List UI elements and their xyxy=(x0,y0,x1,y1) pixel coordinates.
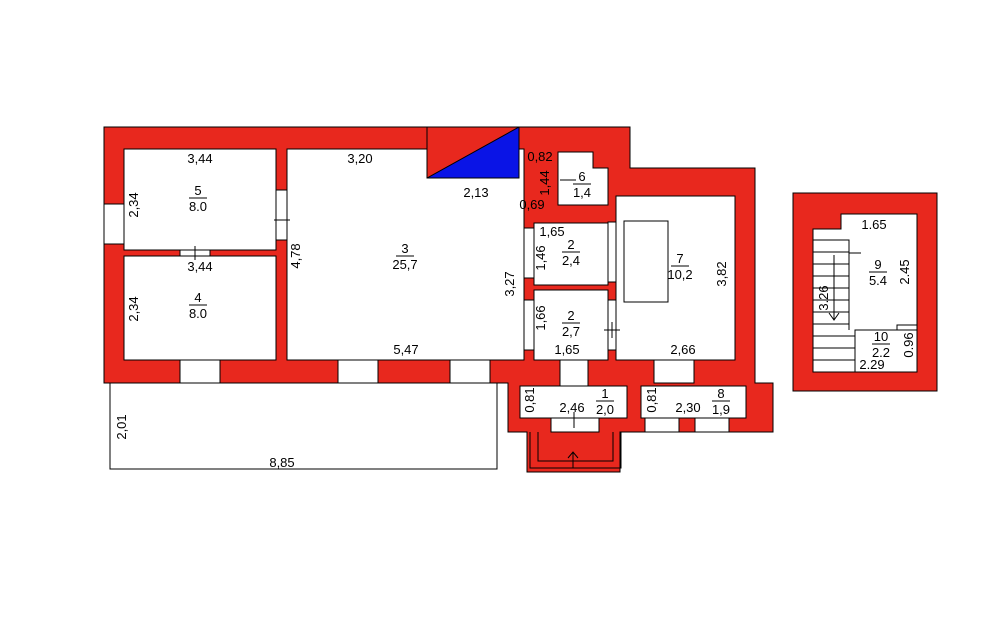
dimension-label: 8,85 xyxy=(269,455,294,470)
room-label-9: 95.4 xyxy=(869,257,887,288)
dimension-label: 2.45 xyxy=(897,259,912,284)
entrance-steps-inner xyxy=(537,432,614,462)
room-7-fixture xyxy=(623,220,669,303)
dimension-label: 1,65 xyxy=(539,224,564,239)
dimension-label: 5,47 xyxy=(393,342,418,357)
room-4 xyxy=(123,255,277,361)
room-label-0: 58.0 xyxy=(189,183,207,214)
dimension-label: 0,69 xyxy=(519,197,544,212)
dimension-label: 2,34 xyxy=(126,192,141,217)
room-5 xyxy=(123,148,277,251)
door-2b-1 xyxy=(559,359,589,387)
room-number: 8 xyxy=(717,386,724,401)
room-label-1: 48.0 xyxy=(189,290,207,321)
room-number: 7 xyxy=(676,251,683,266)
dimension-label: 2,13 xyxy=(463,185,488,200)
dimension-label: 2,66 xyxy=(670,342,695,357)
door-2-7 xyxy=(607,221,617,283)
dimension-label: 3,82 xyxy=(714,261,729,286)
room-number: 1 xyxy=(601,386,608,401)
main-building xyxy=(103,126,774,473)
dimension-label: 1,46 xyxy=(533,245,548,270)
annex-stairs xyxy=(813,239,861,361)
window-8a xyxy=(644,417,680,433)
room-label-10: 102.2 xyxy=(872,329,890,360)
dimension-label: 4,78 xyxy=(288,243,303,268)
room-label-7: 12,0 xyxy=(596,386,614,417)
room-label-8: 81,9 xyxy=(712,386,730,417)
dimension-label: 2,30 xyxy=(675,400,700,415)
door-5-3 xyxy=(275,189,288,241)
room-label-2: 325,7 xyxy=(392,241,417,272)
dimension-label: 0,82 xyxy=(527,149,552,164)
door-3-2a xyxy=(523,227,535,279)
room-area: 2,7 xyxy=(562,324,580,339)
dimension-label: 0,81 xyxy=(522,387,537,412)
window-south-4 xyxy=(653,359,695,384)
annex-door xyxy=(896,324,918,331)
room-number: 10 xyxy=(874,329,888,344)
room-area: 2,4 xyxy=(562,253,580,268)
window-south-1 xyxy=(179,359,221,384)
room-label-3: 61,4 xyxy=(573,169,591,200)
room-label-4: 22,4 xyxy=(562,237,580,268)
room-area: 8.0 xyxy=(189,306,207,321)
door-3-2b xyxy=(523,299,535,351)
dimension-label: 3,27 xyxy=(502,271,517,296)
room-number: 5 xyxy=(194,183,201,198)
dimension-label: 0,81 xyxy=(644,387,659,412)
room-area: 2.2 xyxy=(872,345,890,360)
dimension-label: 3,44 xyxy=(187,259,212,274)
dimension-label: 1,44 xyxy=(537,170,552,195)
dimension-labels: 3,442,343,442,343,204,782,135,470,821,44… xyxy=(114,149,916,470)
room-10 xyxy=(854,329,918,373)
dimension-label: 3.26 xyxy=(816,285,831,310)
room-8 xyxy=(640,385,747,419)
dimension-label: 3,44 xyxy=(187,151,212,166)
room-labels: 58.048.0325,761,422,422,7710,212,081,995… xyxy=(189,169,890,417)
dimension-label: 0.96 xyxy=(901,332,916,357)
window-south-2 xyxy=(337,359,379,384)
dimension-label: 3,20 xyxy=(347,151,372,166)
room-number: 3 xyxy=(401,241,408,256)
dimension-label: 1.65 xyxy=(861,217,886,232)
room-number: 2 xyxy=(567,237,574,252)
entrance-steps xyxy=(529,432,622,469)
room-label-5: 22,7 xyxy=(562,308,580,339)
room-area: 10,2 xyxy=(667,267,692,282)
room-area: 1,4 xyxy=(573,185,591,200)
room-6 xyxy=(557,151,609,206)
dimension-label: 1,66 xyxy=(533,305,548,330)
room-area: 5.4 xyxy=(869,273,887,288)
room-area: 2,0 xyxy=(596,402,614,417)
terrace-outline xyxy=(109,383,498,470)
window-west xyxy=(103,203,125,245)
room-number: 4 xyxy=(194,290,201,305)
dimension-label: 2,46 xyxy=(559,400,584,415)
room-area: 25,7 xyxy=(392,257,417,272)
entrance-arrow-head xyxy=(567,451,579,459)
room-area: 8.0 xyxy=(189,199,207,214)
dimension-label: 1,65 xyxy=(554,342,579,357)
room-area: 1,9 xyxy=(712,402,730,417)
room-number: 6 xyxy=(578,169,585,184)
room-number: 2 xyxy=(567,308,574,323)
window-1 xyxy=(550,417,600,433)
window-south-3 xyxy=(449,359,491,384)
room-number: 9 xyxy=(874,257,881,272)
dimension-label: 2,01 xyxy=(114,414,129,439)
annex xyxy=(792,192,938,392)
window-8b xyxy=(694,417,730,433)
room-label-6: 710,2 xyxy=(667,251,692,282)
dimension-label: 2,34 xyxy=(126,296,141,321)
dimension-label: 2.29 xyxy=(859,357,884,372)
